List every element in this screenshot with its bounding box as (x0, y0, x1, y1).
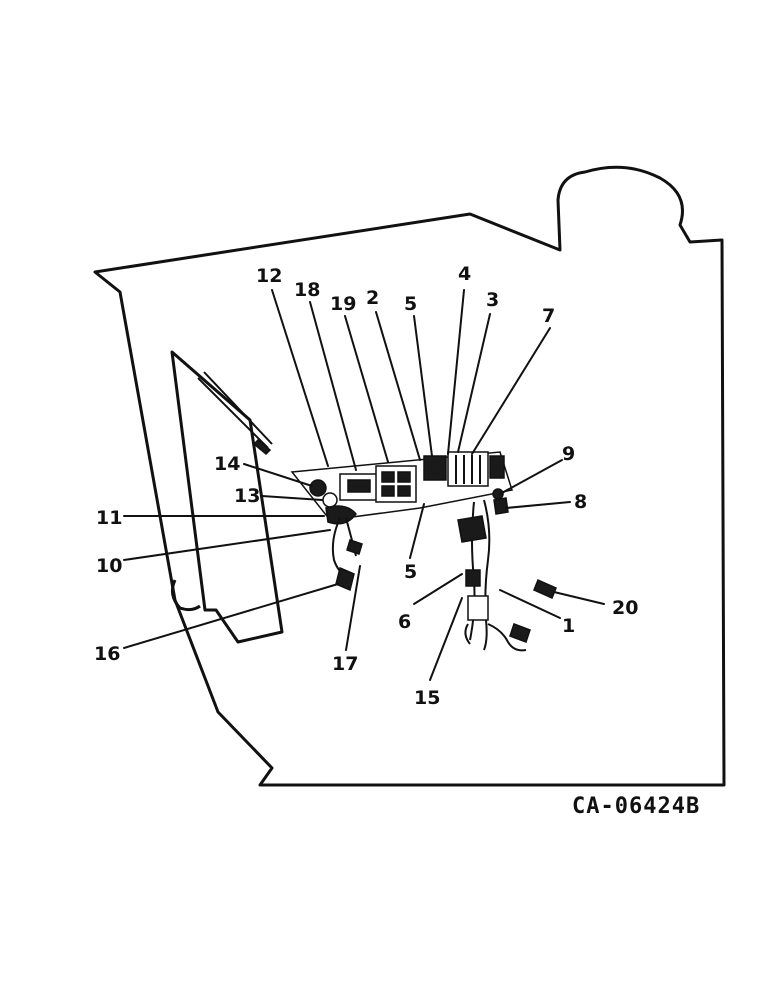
callout-5-bottom: 5 (404, 561, 417, 583)
callout-19: 19 (330, 293, 356, 315)
callout-11: 11 (96, 507, 122, 529)
cab-outline (93, 165, 726, 787)
callout-7: 7 (542, 305, 555, 327)
callout-18: 18 (294, 279, 320, 301)
callout-2: 2 (366, 287, 379, 309)
callout-12: 12 (256, 265, 282, 287)
callout-3: 3 (486, 289, 499, 311)
callout-15: 15 (414, 687, 440, 709)
callout-10: 10 (96, 555, 122, 577)
callout-8: 8 (574, 491, 587, 513)
callout-5-top: 5 (404, 293, 417, 315)
callout-20: 20 (612, 597, 638, 619)
callout-labels: 12 18 19 2 5 4 3 7 9 8 14 13 11 10 5 6 1… (94, 263, 638, 709)
callout-16: 16 (94, 643, 120, 665)
harness-assembly (290, 451, 557, 652)
callout-17: 17 (332, 653, 358, 675)
reference-code: CA-06424B (572, 794, 701, 819)
callout-4: 4 (458, 263, 471, 285)
callout-1: 1 (562, 615, 575, 637)
callout-9: 9 (562, 443, 575, 465)
callout-14: 14 (214, 453, 240, 475)
leader-lines (123, 289, 605, 681)
callout-6: 6 (398, 611, 411, 633)
callout-13: 13 (234, 485, 260, 507)
